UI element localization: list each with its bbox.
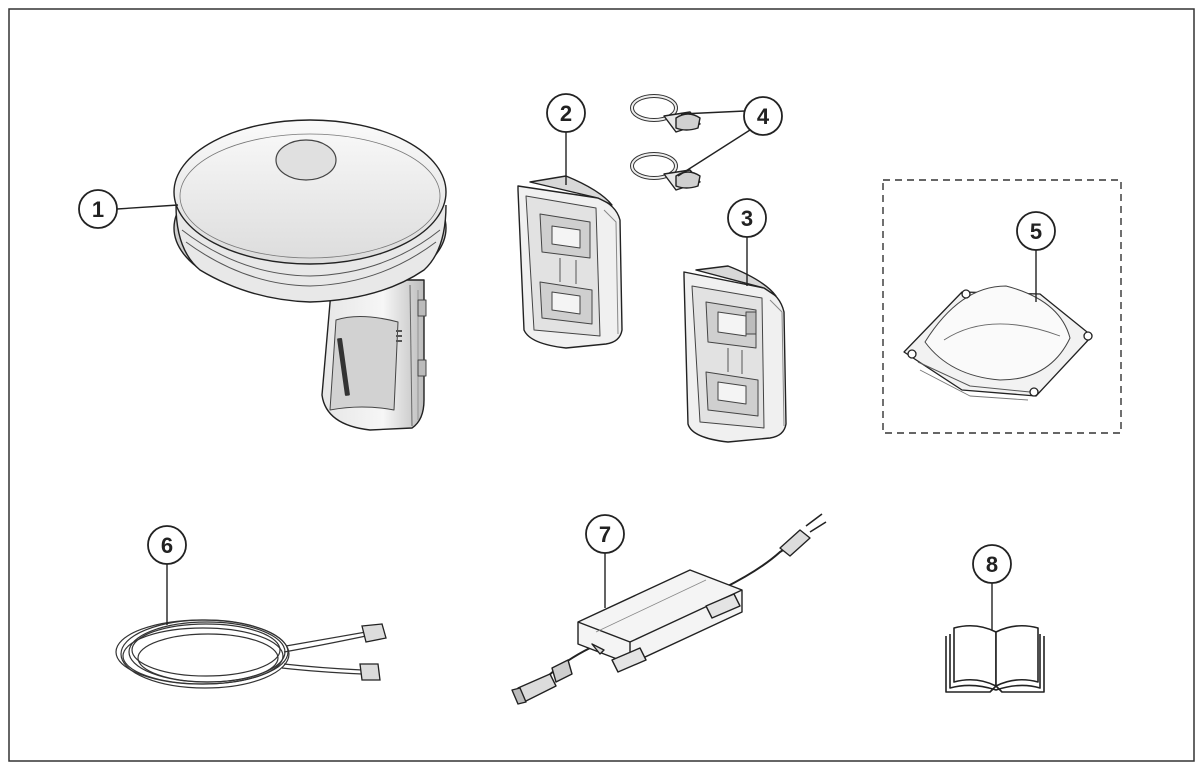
callout-number: 2 xyxy=(560,101,572,126)
callout-8: 8 xyxy=(972,544,1012,630)
callout-number: 8 xyxy=(986,552,998,577)
callout-leader-line xyxy=(116,204,179,210)
callout-circle xyxy=(1016,211,1056,251)
callout-number: 5 xyxy=(1030,219,1042,244)
callout-circle xyxy=(147,525,187,565)
part-manual xyxy=(945,624,1045,693)
callout-circle xyxy=(78,189,118,229)
callout-3: 3 xyxy=(727,198,767,286)
callout-circle xyxy=(585,514,625,554)
part-extension-cable xyxy=(115,619,387,689)
callout-number: 3 xyxy=(741,206,753,231)
callout-7: 7 xyxy=(585,514,625,608)
callout-leader-line xyxy=(680,110,746,115)
part-hose-clamps xyxy=(630,94,701,191)
callout-leader-line xyxy=(677,129,751,177)
callout-circle xyxy=(743,96,783,136)
callout-number: 7 xyxy=(599,522,611,547)
callout-2: 2 xyxy=(546,93,586,185)
callouts-layer: 1 2 3 4 5 6 7 8 xyxy=(78,93,1056,630)
optional-part-box xyxy=(882,179,1122,434)
callout-1: 1 xyxy=(78,189,179,229)
callout-number: 6 xyxy=(161,533,173,558)
callout-4: 4 xyxy=(677,96,783,177)
part-reference-station xyxy=(173,119,447,431)
part-bracket-a xyxy=(517,175,623,349)
callout-circle xyxy=(972,544,1012,584)
callout-number: 4 xyxy=(757,104,770,129)
part-power-supply xyxy=(511,513,827,705)
part-cover xyxy=(903,285,1093,401)
callout-circle xyxy=(727,198,767,238)
callout-5: 5 xyxy=(1016,211,1056,302)
callout-number: 1 xyxy=(92,197,104,222)
callout-circle xyxy=(546,93,586,133)
callout-6: 6 xyxy=(147,525,187,625)
part-bracket-b xyxy=(683,265,787,443)
